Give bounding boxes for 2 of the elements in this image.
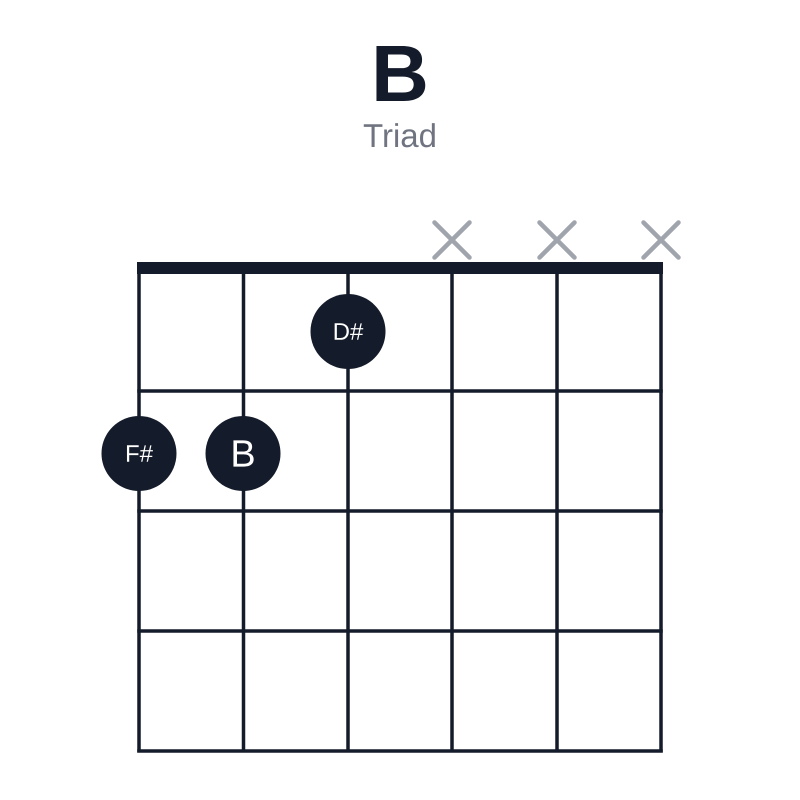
subtitle: Triad xyxy=(364,123,435,148)
title: B xyxy=(376,46,426,101)
